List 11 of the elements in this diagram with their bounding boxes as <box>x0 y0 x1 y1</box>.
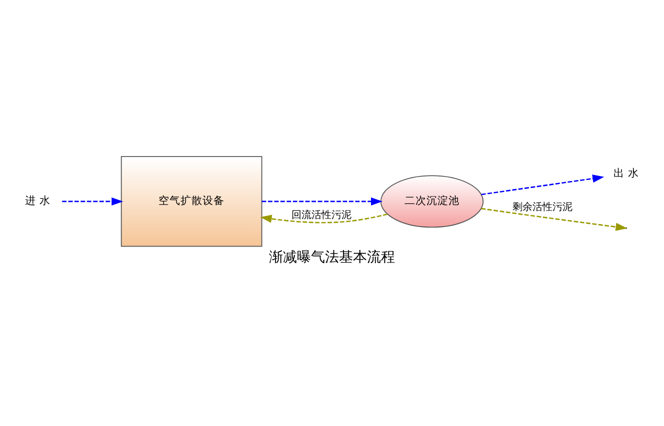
arrow <box>262 197 383 206</box>
node-ellipse: 二次沉淀池 <box>380 175 484 228</box>
node-box: 空气扩散设备 <box>120 156 262 247</box>
node-text: 出 水 <box>614 166 639 180</box>
arrow <box>260 214 388 224</box>
caption: 渐减曝气法基本流程 <box>269 249 395 266</box>
edge-label: 回流活性污泥 <box>291 210 352 222</box>
edge-label: 剩余活性污泥 <box>512 202 573 214</box>
arrow <box>62 197 124 206</box>
arrow <box>481 174 604 196</box>
node-text: 进 水 <box>25 194 50 208</box>
